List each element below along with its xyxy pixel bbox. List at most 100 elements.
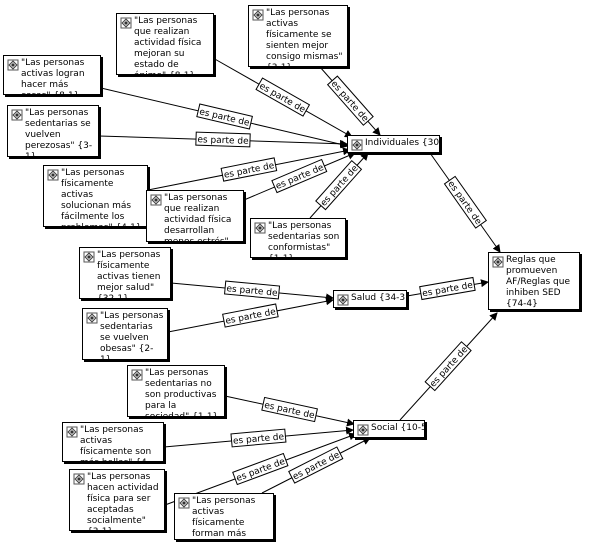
edge-label: es parte de (224, 280, 281, 300)
quote-node[interactable]: "Las personas físicamente activas soluci… (43, 165, 148, 227)
edge-label: es parte de (232, 452, 289, 486)
code-node-salud[interactable]: Salud {34-3} (333, 290, 407, 308)
edge-label: es parte de (222, 303, 279, 328)
edge-label-box (326, 75, 374, 126)
code-icon (337, 294, 349, 306)
quote-node[interactable]: "Las personas activas logran hacer más c… (3, 55, 101, 95)
code-label: Reglas que promueven AF/Reglas que inhib… (506, 255, 573, 309)
quote-text: "Las personas sedentarias no son product… (145, 368, 220, 417)
quote-node[interactable]: "Las personas activas físicamente son má… (62, 422, 164, 462)
quote-text: "Las personas activas logran hacer más c… (21, 58, 85, 94)
edge-label-box (195, 131, 251, 148)
quotation-icon (178, 497, 190, 509)
quote-text: "Las personas sedentarias son conformist… (268, 221, 340, 257)
edge-label-box (196, 103, 253, 130)
edge-label-box (271, 158, 328, 194)
quote-node[interactable]: "Las personas sedentarias son conformist… (250, 218, 346, 258)
edge-label-box (443, 175, 488, 229)
edge-individuales-reglas: es parte de (429, 152, 501, 253)
quotation-icon (11, 109, 23, 121)
edge-label-box (255, 77, 311, 117)
edge-label-text: es parte de (226, 284, 278, 299)
edge-q10-social: es parte de (224, 395, 355, 427)
edge-q4-individuales: es parte de (98, 131, 348, 148)
edge-social-reglas: es parte de (399, 312, 498, 421)
edge-label: es parte de (271, 158, 328, 194)
quotation-icon (66, 426, 78, 438)
quote-node[interactable]: "Las personas activas físicamente forman… (174, 493, 274, 540)
quote-node[interactable]: "Las personas activas físicamente se sie… (248, 5, 348, 67)
quote-text: "Las personas activas físicamente forman… (192, 496, 256, 539)
quotation-icon (73, 473, 85, 485)
edge-q11-social: es parte de (163, 426, 354, 448)
code-node-reglas[interactable]: Reglas que promueven AF/Reglas que inhib… (488, 252, 580, 310)
edge-label-text: es parte de (329, 79, 371, 124)
edge-salud-reglas: es parte de (406, 276, 489, 301)
quotation-icon (150, 194, 162, 206)
quote-text: "Las personas hacen actividad física par… (87, 472, 159, 530)
quotation-icon (120, 17, 132, 29)
edge-label-text: es parte de (445, 179, 483, 227)
edge-label: es parte de (255, 77, 311, 117)
edge-label-text: es parte de (233, 432, 285, 447)
quote-node[interactable]: "Las personas sedentarias se vuelven obe… (82, 308, 168, 360)
edge-label-box (232, 452, 289, 486)
edge-label: es parte de (196, 103, 253, 130)
edge-label: es parte de (261, 396, 318, 423)
code-icon (351, 139, 363, 151)
edge-q9-salud: es parte de (167, 297, 334, 333)
quote-text: "Las personas físicamente activas soluci… (61, 168, 142, 226)
quote-text: "Las personas sedentarias se vuelven per… (25, 108, 94, 157)
quote-text: "Las personas activas físicamente se sie… (266, 8, 343, 66)
quotation-icon (86, 312, 98, 324)
edge-label-box (220, 157, 278, 182)
quote-node[interactable]: "Las personas que realizan actividad fís… (116, 13, 214, 75)
quote-node[interactable]: "Las personas que realizan actividad fís… (146, 190, 244, 242)
quotation-icon (131, 369, 143, 381)
edge-label: es parte de (419, 276, 476, 301)
quotation-icon (254, 222, 266, 234)
quotation-icon (252, 9, 264, 21)
quotation-icon (83, 251, 95, 263)
edge-label: es parte de (443, 175, 488, 229)
edge-q3-individuales: es parte de (100, 87, 349, 149)
quote-node[interactable]: "Las personas hacen actividad física par… (69, 469, 165, 531)
quote-node[interactable]: "Las personas sedentarias se vuelven per… (7, 105, 99, 157)
edge-label-box (261, 396, 318, 423)
edge-label-box (222, 303, 279, 328)
edge-label: es parte de (220, 157, 278, 182)
quote-node[interactable]: "Las personas sedentarias no son product… (127, 365, 225, 417)
quote-node[interactable]: "Las personas físicamente activas tienen… (79, 247, 171, 299)
edge-label-box (288, 446, 344, 484)
code-icon (357, 424, 369, 436)
code-node-social[interactable]: Social {10-5} (353, 420, 425, 438)
quotation-icon (7, 59, 19, 71)
edge-label-text: es parte de (197, 135, 249, 147)
code-icon (492, 256, 504, 268)
edge-label-box (230, 428, 287, 448)
edge-label-box (419, 276, 476, 301)
edge-label: es parte de (195, 131, 251, 148)
edge-label-text: es parte de (257, 81, 307, 115)
edge-label: es parte de (326, 75, 374, 126)
edge-label-box (424, 341, 472, 392)
code-label: Social {10-5} (371, 423, 424, 433)
quote-text: "Las personas que realizan actividad fís… (164, 193, 232, 242)
edge-label: es parte de (288, 446, 344, 484)
quote-text: "Las personas sedentarias se vuelven obe… (100, 311, 167, 360)
edge-label-text: es parte de (428, 345, 470, 390)
quote-text: "Las personas activas físicamente son má… (80, 425, 152, 461)
edge-q8-salud: es parte de (170, 280, 334, 302)
code-node-individuales[interactable]: Individuales {30-8} (347, 135, 440, 153)
edge-label: es parte de (230, 428, 287, 448)
quotation-icon (47, 169, 59, 181)
code-label: Individuales {30-8} (365, 138, 440, 148)
quote-text: "Las personas que realizan actividad fís… (134, 16, 202, 74)
edge-q2-individuales: es parte de (319, 66, 381, 136)
edge-label-box (224, 280, 281, 300)
code-label: Salud {34-3} (351, 293, 407, 303)
edge-label-box (315, 159, 363, 211)
edge-label: es parte de (424, 341, 472, 392)
